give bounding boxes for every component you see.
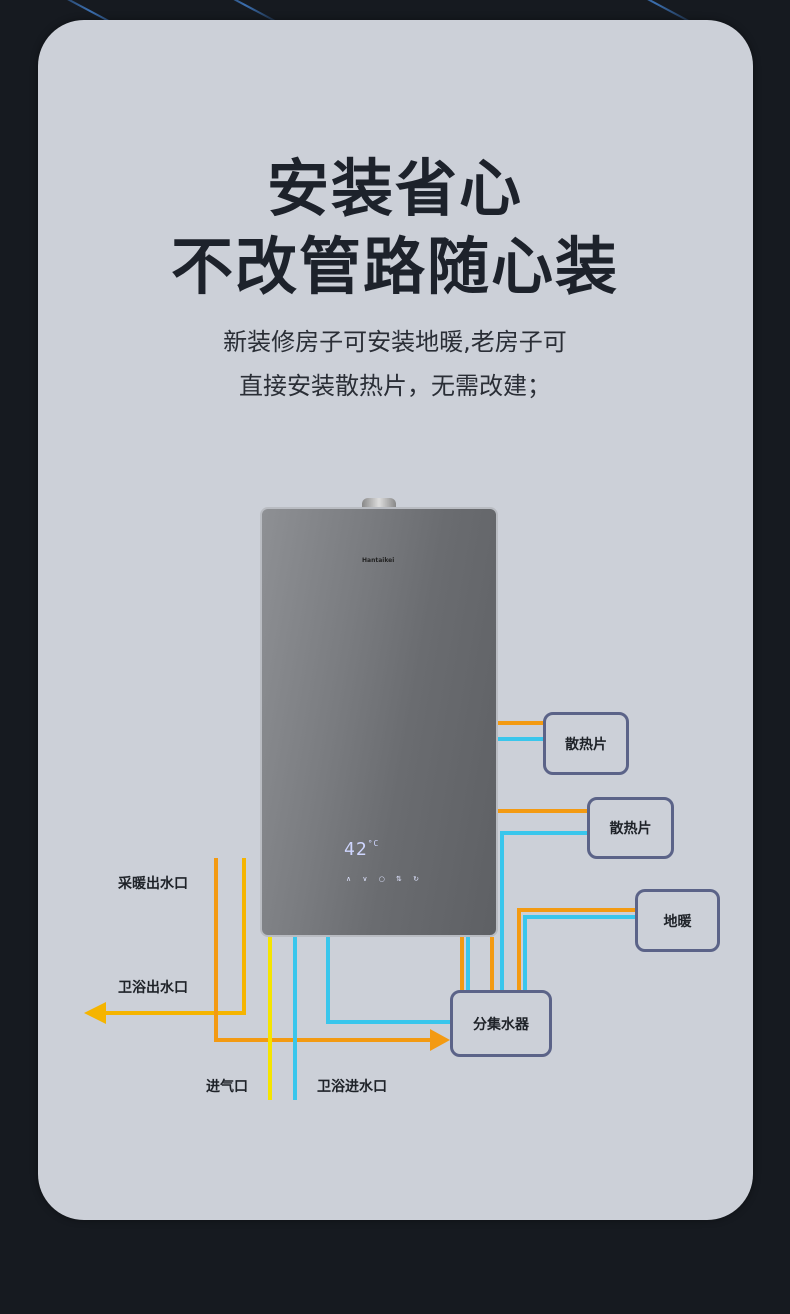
arrow-right-icon xyxy=(430,1029,450,1051)
temperature-display: 42°C xyxy=(344,839,379,860)
subtitle-line-1: 新装修房子可安装地暖,老房子可 xyxy=(223,328,567,356)
title-line-1: 安装省心 xyxy=(266,152,523,225)
heating-outlet-pipe xyxy=(214,858,436,1042)
arrow-left-icon xyxy=(84,1002,106,1024)
manifold-box: 分集水器 xyxy=(450,990,552,1057)
wall-heater: Hantaikei 42°C ∧ ∨ ○ ⇅ ↻ xyxy=(260,507,498,937)
hot-pipe xyxy=(517,908,635,990)
heating-outlet-label: 采暖出水口 xyxy=(118,876,188,892)
bath-inlet-label: 卫浴进水口 xyxy=(317,1079,387,1095)
cold-pipe xyxy=(326,937,450,1024)
temp-value: 42 xyxy=(344,839,368,860)
temp-unit: °C xyxy=(367,839,380,848)
title-line-2: 不改管路随心装 xyxy=(170,230,619,303)
bath-outlet-label: 卫浴出水口 xyxy=(118,980,188,996)
gas-inlet-label: 进气口 xyxy=(206,1079,248,1095)
floor-heating-box: 地暖 xyxy=(635,889,720,952)
cold-pipe xyxy=(500,831,587,990)
radiator-box-2: 散热片 xyxy=(587,797,674,859)
brand-logo: Hantaikei xyxy=(362,557,395,564)
subtitle-line-2: 直接安装散热片，无需改建； xyxy=(239,372,551,400)
radiator-box-1: 散热片 xyxy=(543,712,629,775)
cold-pipe xyxy=(523,915,635,990)
bath-outlet-pipe xyxy=(100,858,246,1015)
control-keys[interactable]: ∧ ∨ ○ ⇅ ↻ xyxy=(346,875,419,883)
